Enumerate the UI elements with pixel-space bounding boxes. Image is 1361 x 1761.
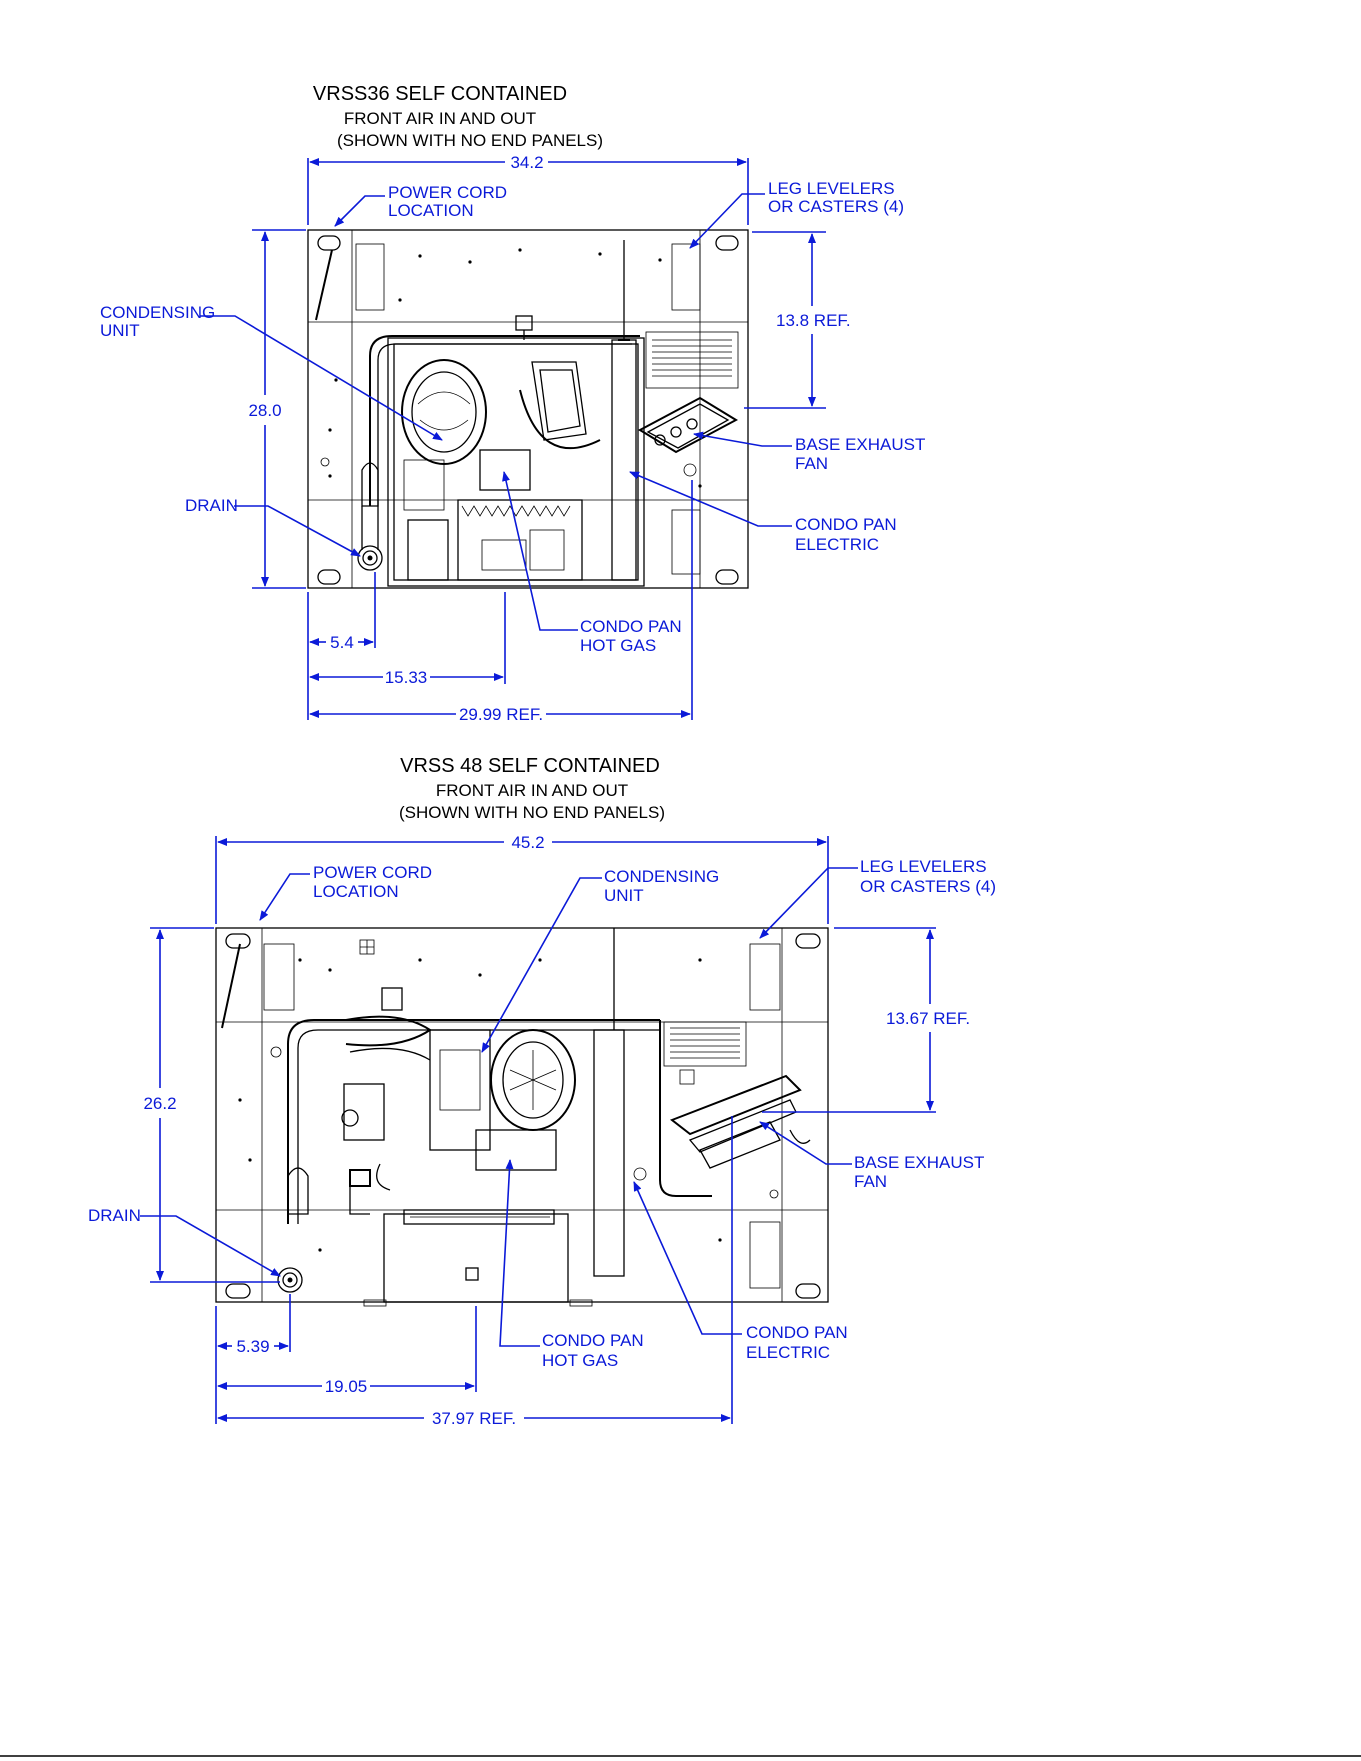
- dim-electric-x: 37.97 REF.: [432, 1409, 516, 1428]
- dim-electric-x: 29.99 REF.: [459, 705, 543, 724]
- label-condo-pan-hot-gas: CONDO PAN: [580, 617, 682, 636]
- dim-hot-gas-x: 19.05: [325, 1377, 368, 1396]
- label-condo-pan-electric-2: ELECTRIC: [795, 535, 879, 554]
- label-condo-pan-hot-gas-2: HOT GAS: [542, 1351, 618, 1370]
- diagram-subtitle: FRONT AIR IN AND OUT: [436, 781, 628, 800]
- label-power-cord: POWER CORD: [388, 183, 507, 202]
- diagram-title: VRSS 48 SELF CONTAINED: [400, 755, 660, 777]
- label-power-cord-2: LOCATION: [388, 201, 474, 220]
- dim-width: 34.2: [510, 153, 543, 172]
- label-leg-levelers: LEG LEVELERS: [860, 857, 987, 876]
- diagram-subtitle: FRONT AIR IN AND OUT: [344, 109, 536, 128]
- label-base-exhaust-fan: BASE EXHAUST: [795, 435, 925, 454]
- dim-depth: 26.2: [143, 1094, 176, 1113]
- equipment-details: [320, 240, 739, 587]
- label-condensing-unit: CONDENSING: [100, 303, 215, 322]
- label-condo-pan-electric: CONDO PAN: [795, 515, 897, 534]
- label-power-cord: POWER CORD: [313, 863, 432, 882]
- dim-drain-x: 5.39: [236, 1337, 269, 1356]
- label-base-exhaust-fan: BASE EXHAUST: [854, 1153, 984, 1172]
- label-condensing-unit-2: UNIT: [604, 886, 644, 905]
- label-leg-levelers-2: OR CASTERS (4): [860, 877, 996, 896]
- label-base-exhaust-fan-2: FAN: [854, 1172, 887, 1191]
- diagram-subtitle-note: (SHOWN WITH NO END PANELS): [399, 803, 665, 822]
- label-leg-levelers: LEG LEVELERS: [768, 179, 895, 198]
- label-condensing-unit-2: UNIT: [100, 321, 140, 340]
- label-condo-pan-electric-2: ELECTRIC: [746, 1343, 830, 1362]
- diagram-vrss48: VRSS 48 SELF CONTAINED FRONT AIR IN AND …: [88, 755, 996, 1428]
- diagram-vrss36: VRSS36 SELF CONTAINED FRONT AIR IN AND O…: [100, 83, 925, 724]
- label-condo-pan-electric: CONDO PAN: [746, 1323, 848, 1342]
- diagram-subtitle-note: (SHOWN WITH NO END PANELS): [337, 131, 603, 150]
- unit-outline: [307, 229, 749, 589]
- callouts: POWER CORD LOCATION LEG LEVELERS OR CAST…: [88, 857, 996, 1370]
- diagram-title: VRSS36 SELF CONTAINED: [313, 83, 567, 105]
- label-base-exhaust-fan-2: FAN: [795, 454, 828, 473]
- label-condo-pan-hot-gas-2: HOT GAS: [580, 636, 656, 655]
- dim-fan-ref: 13.67 REF.: [886, 1009, 970, 1028]
- dim-hot-gas-x: 15.33: [385, 668, 428, 687]
- label-drain: DRAIN: [185, 496, 238, 515]
- dim-drain-x: 5.4: [330, 633, 354, 652]
- label-condensing-unit: CONDENSING: [604, 867, 719, 886]
- dim-fan-ref: 13.8 REF.: [776, 311, 851, 330]
- dimension-lines: 34.2 28.0 13.8 REF. 5.4 15.33 29.99: [248, 153, 850, 724]
- label-leg-levelers-2: OR CASTERS (4): [768, 197, 904, 216]
- label-power-cord-2: LOCATION: [313, 882, 399, 901]
- label-drain: DRAIN: [88, 1206, 141, 1225]
- label-condo-pan-hot-gas: CONDO PAN: [542, 1331, 644, 1350]
- dim-depth: 28.0: [248, 401, 281, 420]
- equipment-details: [238, 928, 811, 1307]
- dim-width: 45.2: [511, 833, 544, 852]
- dimension-lines: 45.2 26.2 13.67 REF. 5.39 19.05 37.97: [143, 833, 970, 1428]
- callouts: POWER CORD LOCATION LEG LEVELERS OR CAST…: [100, 179, 925, 655]
